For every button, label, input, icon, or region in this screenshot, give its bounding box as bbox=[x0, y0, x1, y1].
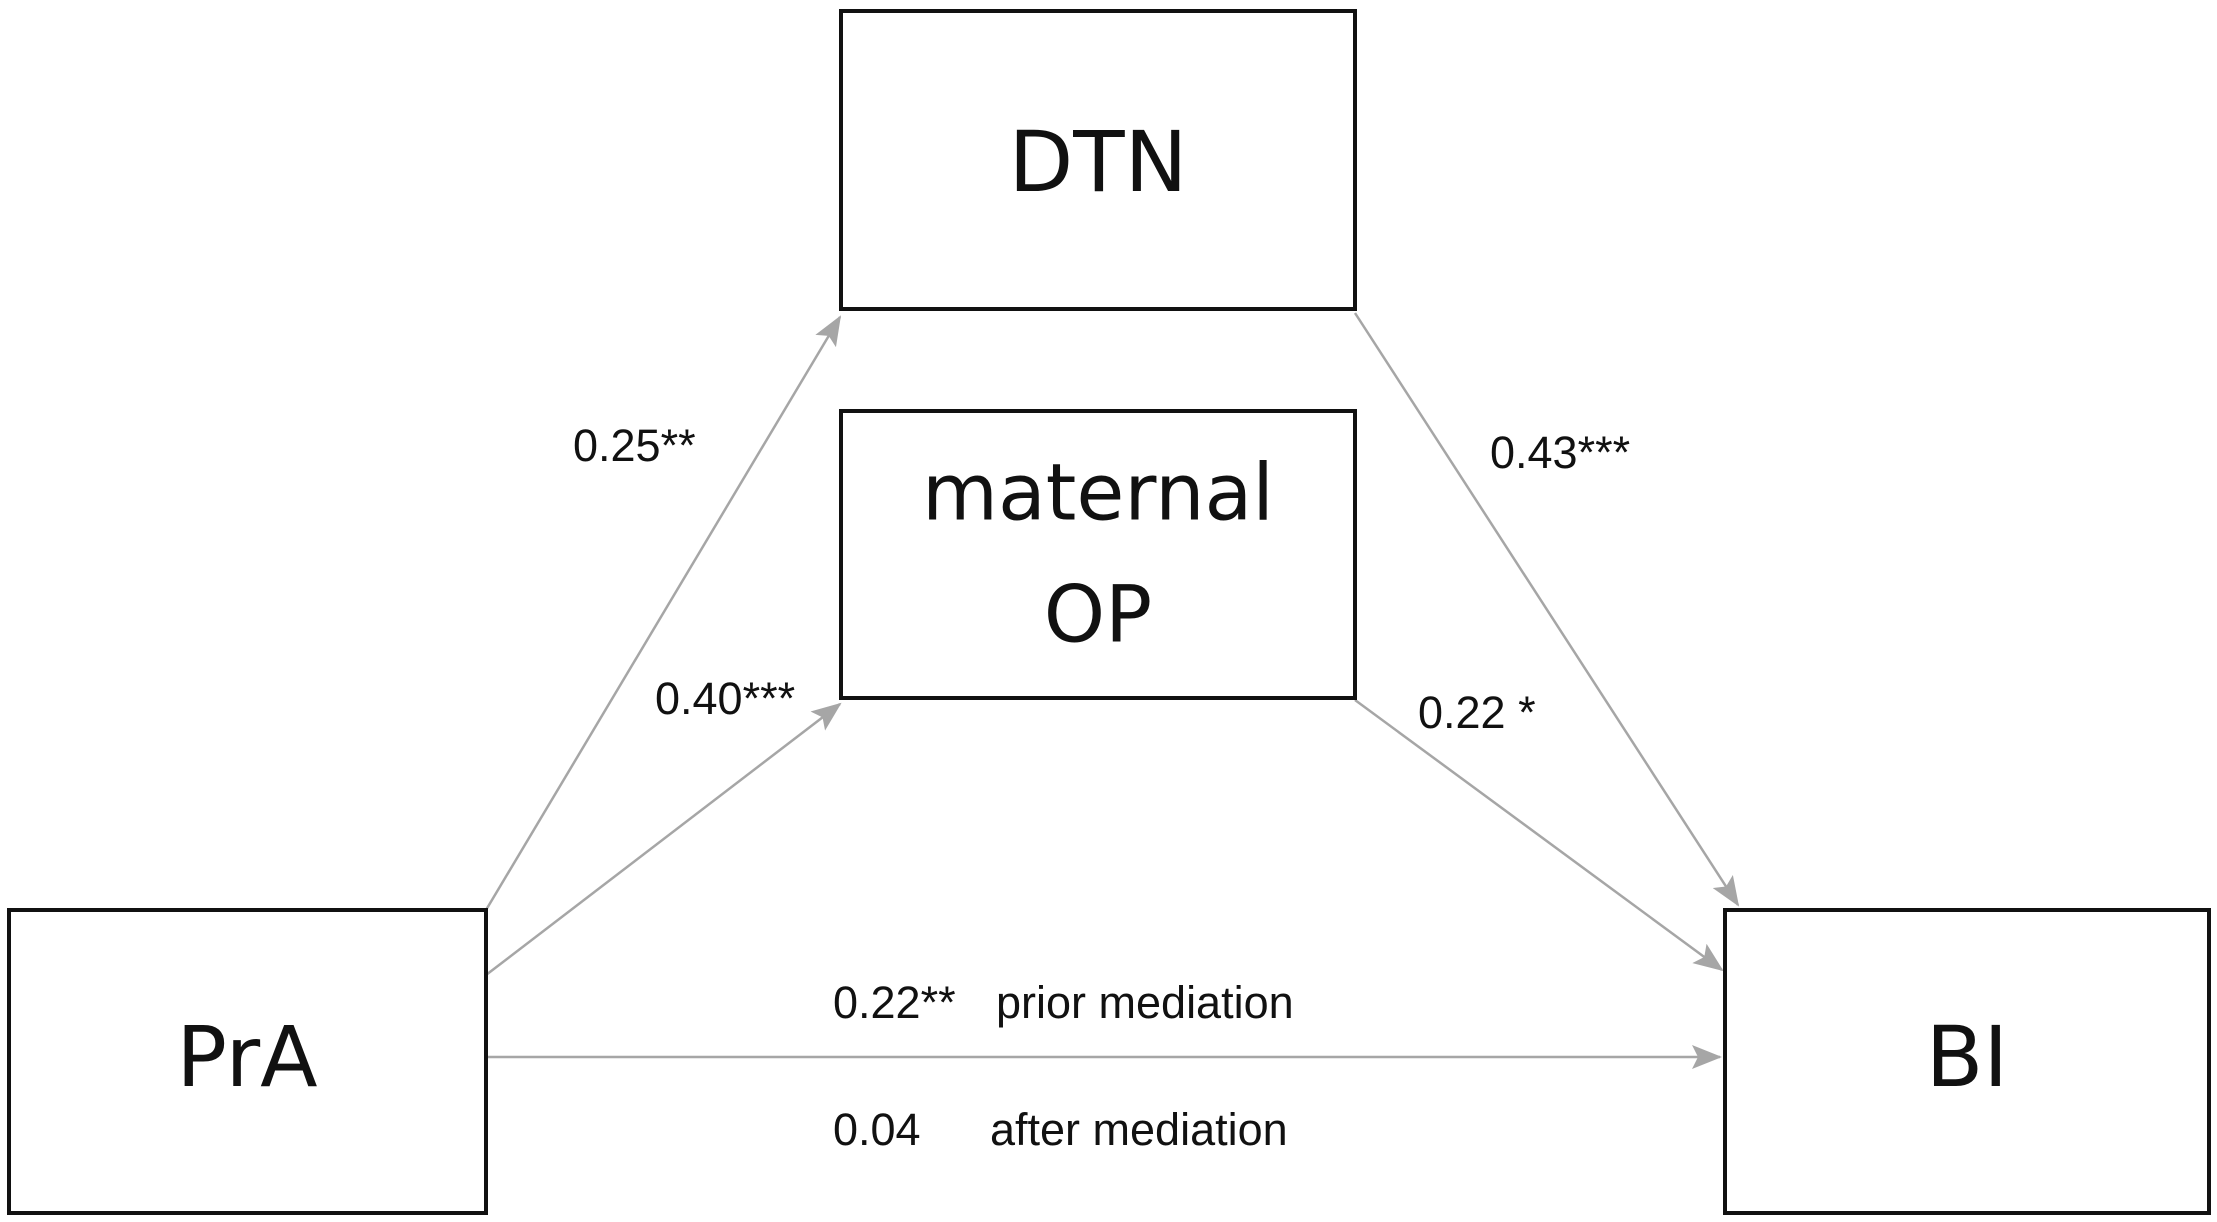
node-dtn: DTN bbox=[839, 9, 1357, 311]
edge-label-direct-prior-text: prior mediation bbox=[996, 977, 1294, 1028]
edge-label-direct-after-text: after mediation bbox=[990, 1104, 1288, 1155]
node-maternal-op-label-line1: maternal bbox=[922, 448, 1274, 538]
edge-pra-to-dtn bbox=[484, 315, 842, 911]
edge-label-direct-prior-coef: 0.22** bbox=[833, 977, 956, 1028]
edge-label-dtn-bi: 0.43*** bbox=[1490, 427, 1630, 478]
node-bi: BI bbox=[1723, 908, 2211, 1215]
edge-label-op-bi: 0.22 * bbox=[1418, 687, 1536, 738]
node-dtn-label: DTN bbox=[1009, 113, 1188, 211]
edge-pra-to-op bbox=[485, 702, 842, 976]
edge-label-pra-op: 0.40*** bbox=[655, 673, 795, 724]
edge-label-direct-after-coef: 0.04 bbox=[833, 1104, 921, 1155]
node-bi-label: BI bbox=[1926, 1008, 2008, 1106]
node-pra-label: PrA bbox=[176, 1008, 317, 1106]
node-maternal-op: maternal OP bbox=[839, 409, 1357, 700]
edge-op-to-bi bbox=[1354, 698, 1724, 972]
node-pra: PrA bbox=[7, 908, 488, 1215]
edge-dtn-to-bi bbox=[1353, 312, 1740, 907]
edge-label-pra-dtn: 0.25** bbox=[573, 420, 696, 471]
node-maternal-op-label-line2: OP bbox=[1044, 570, 1152, 660]
